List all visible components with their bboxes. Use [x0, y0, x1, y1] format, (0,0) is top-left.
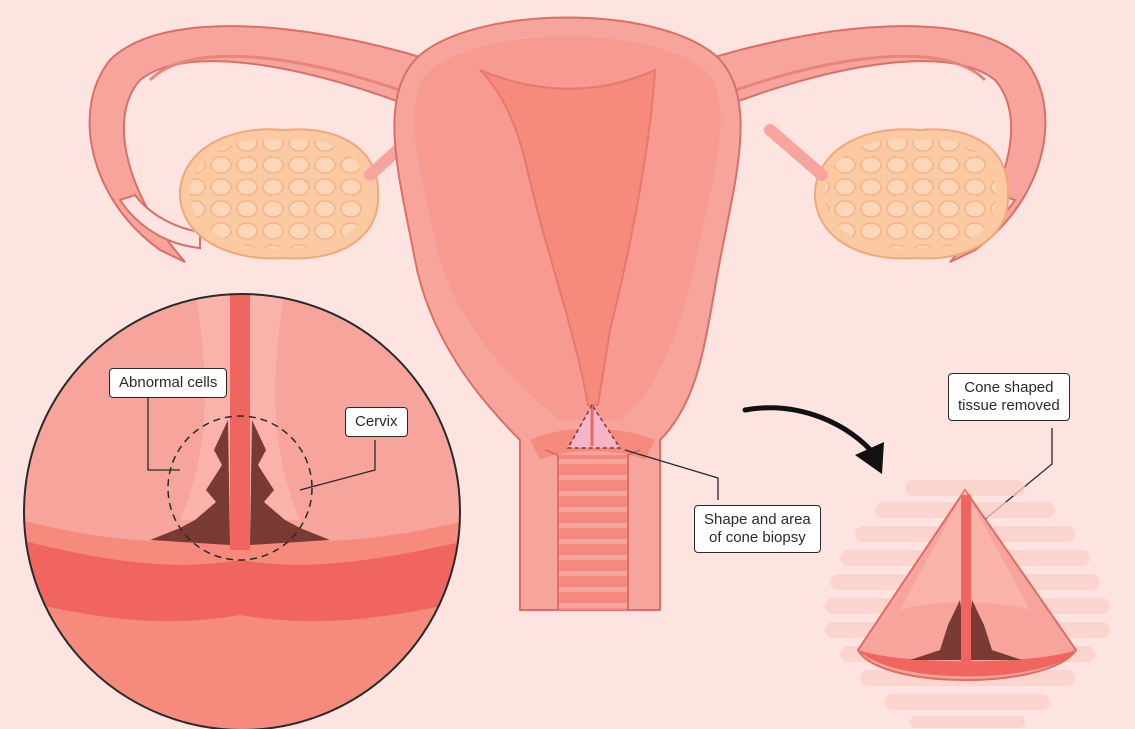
cervix-leader — [299, 440, 376, 491]
cervix-label: Cervix — [345, 407, 408, 437]
abnormal-cells-leader — [147, 396, 180, 471]
cone-tissue-text-line2: tissue removed — [958, 397, 1060, 414]
magnifier-border — [23, 293, 461, 729]
cone-biopsy-leader — [624, 449, 719, 500]
cone-biopsy-text-line2: of cone biopsy — [709, 529, 806, 546]
magnified-cervix-view — [24, 294, 460, 729]
abnormal-cells-text: Abnormal cells — [119, 374, 218, 391]
cervix-text: Cervix — [355, 413, 398, 430]
left-fallopian-tube — [88, 25, 432, 263]
arrow-icon — [742, 405, 884, 474]
cone-tissue-text-line1: Cone shaped — [964, 379, 1054, 396]
removed-cone-tissue — [825, 480, 1110, 728]
uterus — [393, 16, 742, 611]
cone-biopsy-area — [566, 403, 622, 449]
cone-biopsy-label: Shape and area of cone biopsy — [694, 505, 821, 553]
cone-biopsy-text-line1: Shape and area — [704, 511, 811, 528]
cone-tissue-label: Cone shaped tissue removed — [948, 373, 1070, 421]
abnormal-cells-label: Abnormal cells — [109, 368, 228, 398]
right-ovary — [764, 124, 1010, 260]
left-ovary — [178, 124, 426, 260]
